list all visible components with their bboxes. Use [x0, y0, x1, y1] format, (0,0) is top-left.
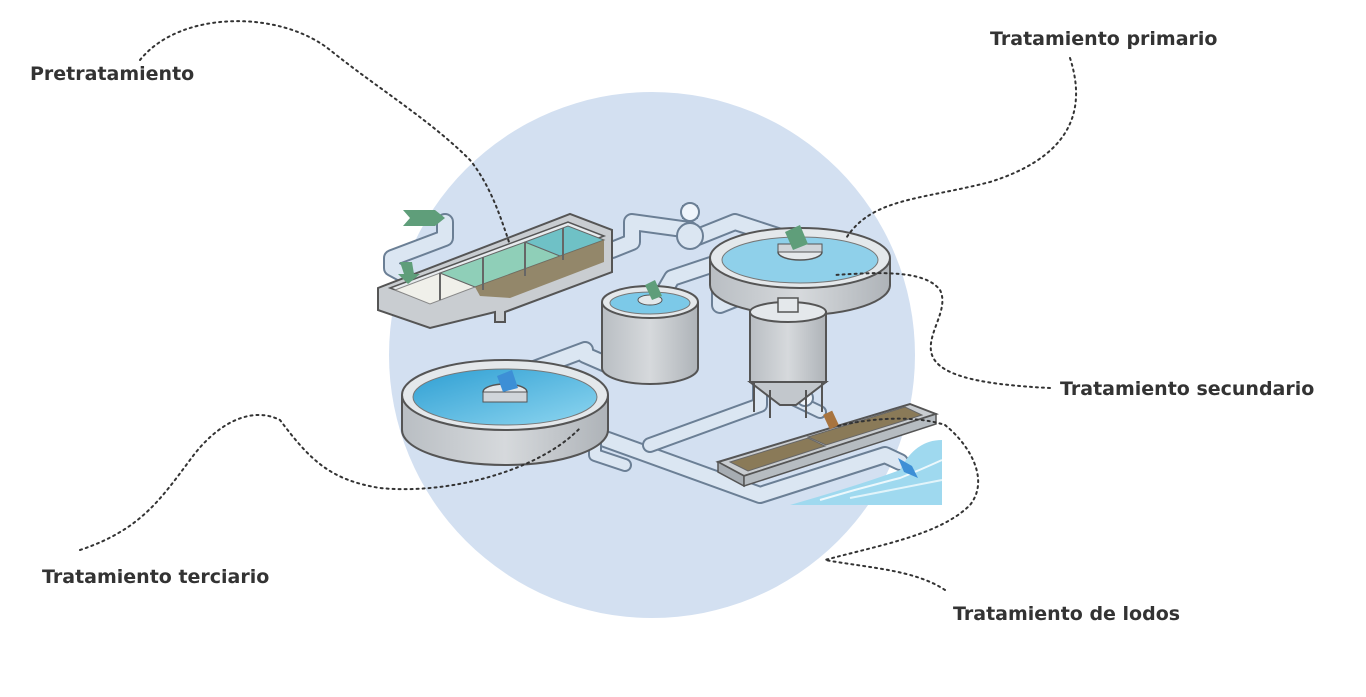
label-tratamiento-secundario: Tratamiento secundario: [1060, 378, 1315, 400]
sludge-drying-beds: [715, 402, 939, 488]
secondary-tank: [601, 280, 699, 385]
leader-primario: [844, 57, 1078, 241]
inlet-down-arrow: [398, 262, 420, 284]
leader-pretratamiento: [139, 20, 511, 246]
pump-1: [676, 202, 704, 250]
inlet-arrow: [403, 210, 445, 226]
label-tratamiento-terciario: Tratamiento terciario: [42, 566, 270, 588]
label-tratamiento-primario: Tratamiento primario: [990, 28, 1218, 50]
leader-terciario: [79, 414, 581, 551]
leader-lodos: [824, 417, 980, 591]
leader-secundario: [834, 272, 1051, 389]
pretreatment-channel: [377, 212, 613, 330]
label-pretratamiento: Pretratamiento: [30, 63, 195, 85]
primary-clarifier: [709, 225, 891, 316]
river: [790, 440, 943, 505]
leader-lines: [79, 20, 1078, 591]
tertiary-tank: [401, 359, 609, 466]
label-tratamiento-de-lodos: Tratamiento de lodos: [953, 603, 1181, 625]
sludge-silo: [747, 297, 829, 418]
